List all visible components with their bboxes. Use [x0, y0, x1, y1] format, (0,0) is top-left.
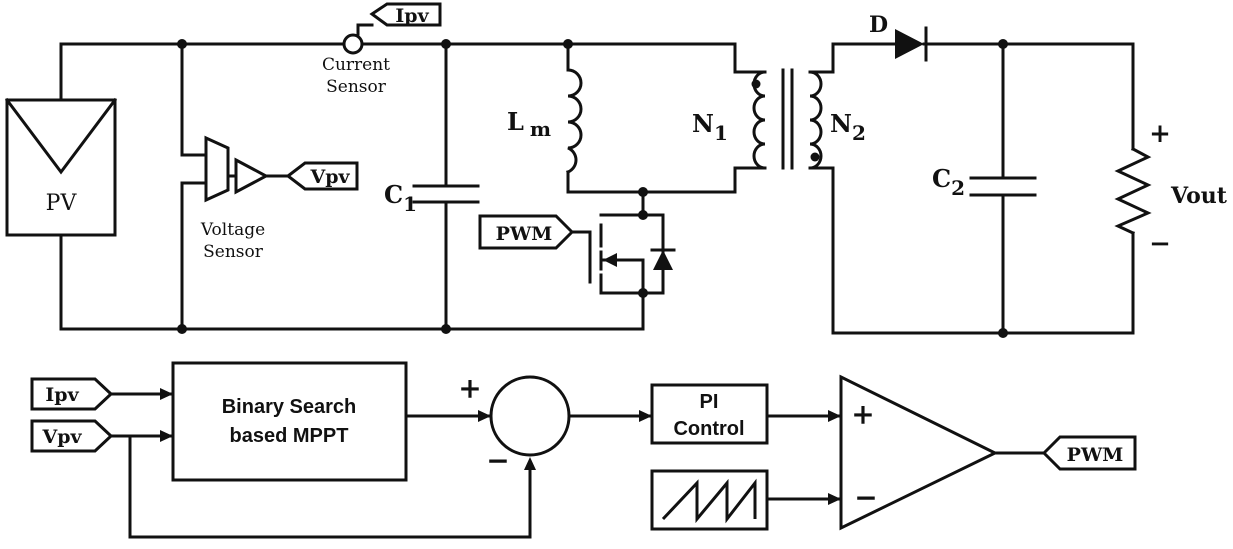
vout-plus-sign: +: [1149, 119, 1171, 149]
c1-label: C1: [384, 180, 417, 216]
comparator-plus-sign: +: [851, 398, 874, 431]
voltage-sensor-label-2: Sensor: [203, 242, 264, 262]
ipv-input-tag: Ipv: [30, 377, 114, 411]
diode-d: D: [869, 12, 928, 62]
summing-junction: + −: [458, 372, 571, 477]
vpv-input-label: Vpv: [41, 426, 82, 448]
vpv-tag-label: Vpv: [309, 166, 350, 188]
transformer: N1 N2: [692, 68, 866, 170]
junction-dots: [177, 39, 1008, 338]
pwm-gate-tag: PWM: [478, 214, 575, 250]
vpv-input-tag: Vpv: [30, 419, 114, 453]
mppt-block: Binary Search based MPPT: [171, 361, 408, 482]
n2-label: N2: [830, 109, 866, 145]
pwm-gate-label: PWM: [496, 223, 553, 245]
sum-minus-sign: −: [486, 444, 509, 477]
ipv-input-label: Ipv: [45, 384, 79, 406]
vout-label: Vout: [1170, 183, 1228, 209]
voltage-sensor-label-1: Voltage: [200, 220, 265, 240]
n1-label: N1: [692, 109, 728, 145]
pwm-output-tag: PWM: [1041, 435, 1137, 471]
current-sensor-label-1: Current: [322, 55, 390, 75]
mppt-label-2: based MPPT: [230, 425, 349, 447]
c2-label: C2: [932, 164, 965, 200]
control-arrowheads: [160, 388, 841, 505]
pv-source: PV: [4, 97, 118, 237]
pi-control-block: PI Control: [650, 383, 769, 445]
power-wires: [59, 42, 1135, 335]
mppt-label-1: Binary Search: [222, 396, 357, 418]
pv-label: PV: [46, 191, 78, 216]
pi-label-1: PI: [700, 391, 719, 413]
load-resistor: + Vout −: [1114, 119, 1228, 259]
voltage-sensor: Vpv Voltage Sensor: [200, 135, 359, 262]
current-sensor-label-2: Sensor: [326, 77, 387, 97]
diode-label: D: [869, 12, 888, 38]
pi-label-2: Control: [673, 418, 744, 440]
vout-minus-sign: −: [1149, 229, 1171, 259]
pwm-output-label: PWM: [1067, 444, 1124, 466]
capacitor-c1: C1: [384, 180, 480, 216]
comparator-minus-sign: −: [854, 481, 877, 514]
sum-plus-sign: +: [458, 372, 481, 405]
sawtooth-generator: [650, 469, 769, 531]
mosfet-switch: [570, 213, 676, 295]
capacitor-c2: C2: [932, 164, 1037, 200]
ipv-tag-label: Ipv: [395, 5, 429, 27]
comparator: + −: [839, 374, 999, 531]
current-sensor: Ipv Current Sensor: [322, 2, 442, 97]
